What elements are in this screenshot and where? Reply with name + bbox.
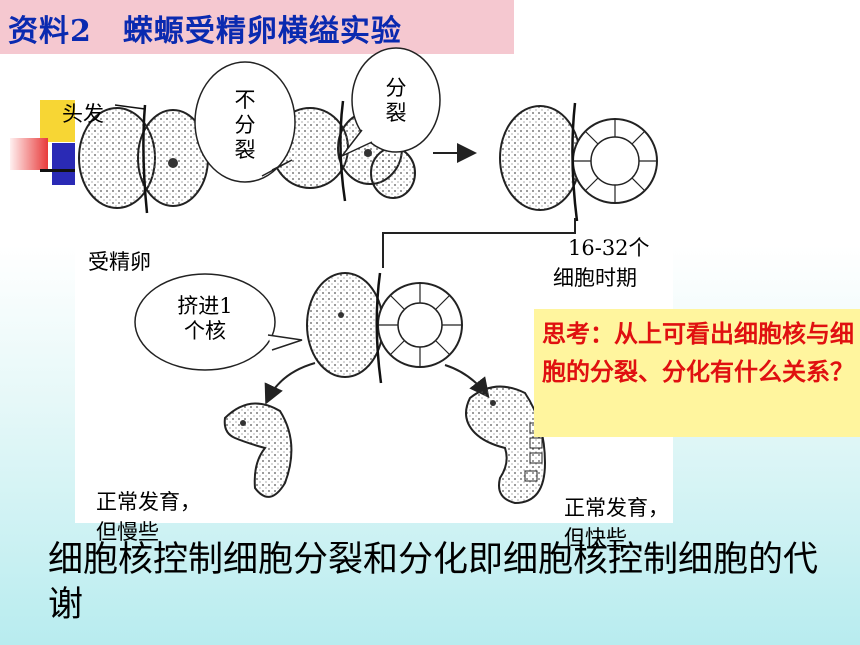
experiment-figure bbox=[75, 93, 673, 523]
question-box: 思考：从上可看出细胞核与细胞的分裂、分化有什么关系？ bbox=[534, 309, 860, 437]
bubble-no-division-text: 不 分 裂 bbox=[225, 88, 265, 163]
question-text: 思考：从上可看出细胞核与细胞的分裂、分化有什么关系？ bbox=[542, 319, 854, 386]
label-stage-line2: 细胞时期 bbox=[553, 266, 637, 290]
label-stage-line1: 16-32个 bbox=[568, 236, 650, 260]
page-title: 资料2 蝾螈受精卵横缢实验 bbox=[8, 14, 402, 49]
label-left-outcome-line2: 但慢些 bbox=[96, 520, 159, 544]
embryo-right bbox=[465, 385, 547, 505]
embryo-left bbox=[223, 402, 293, 498]
bubble-division-text: 分 裂 bbox=[376, 76, 416, 126]
bubble-squeeze-text: 挤进1 个核 bbox=[160, 294, 250, 344]
zygote-cell bbox=[78, 104, 209, 214]
deco-square-yellow bbox=[40, 100, 78, 142]
label-hair: 头发 bbox=[62, 102, 104, 126]
bubble-no-division-label: 不 分 裂 bbox=[234, 88, 256, 162]
experiment-drawing bbox=[78, 100, 658, 505]
bubble-division bbox=[341, 47, 441, 157]
deco-square-red bbox=[10, 138, 48, 170]
bubble-squeeze bbox=[134, 273, 303, 371]
conclusion-text: 细胞核控制细胞分裂和分化即细胞核控制细胞的代谢 bbox=[48, 540, 819, 625]
label-zygote: 受精卵 bbox=[88, 250, 151, 274]
label-right-outcome-line2: 但快些 bbox=[564, 526, 627, 550]
bubble-no-division bbox=[194, 61, 296, 183]
deco-square-blue bbox=[52, 143, 78, 185]
nucleus-squeeze-cell bbox=[306, 272, 463, 384]
title-bar: 资料2 蝾螈受精卵横缢实验 bbox=[0, 0, 514, 54]
deco-line bbox=[40, 169, 78, 172]
label-right-outcome-line1: 正常发育， bbox=[564, 496, 669, 520]
bubble-squeeze-label: 挤进1 个核 bbox=[177, 294, 233, 343]
bubble-division-label: 分 裂 bbox=[385, 76, 407, 125]
label-left-outcome-line1: 正常发育， bbox=[96, 490, 201, 514]
blastula-cell bbox=[499, 102, 658, 222]
